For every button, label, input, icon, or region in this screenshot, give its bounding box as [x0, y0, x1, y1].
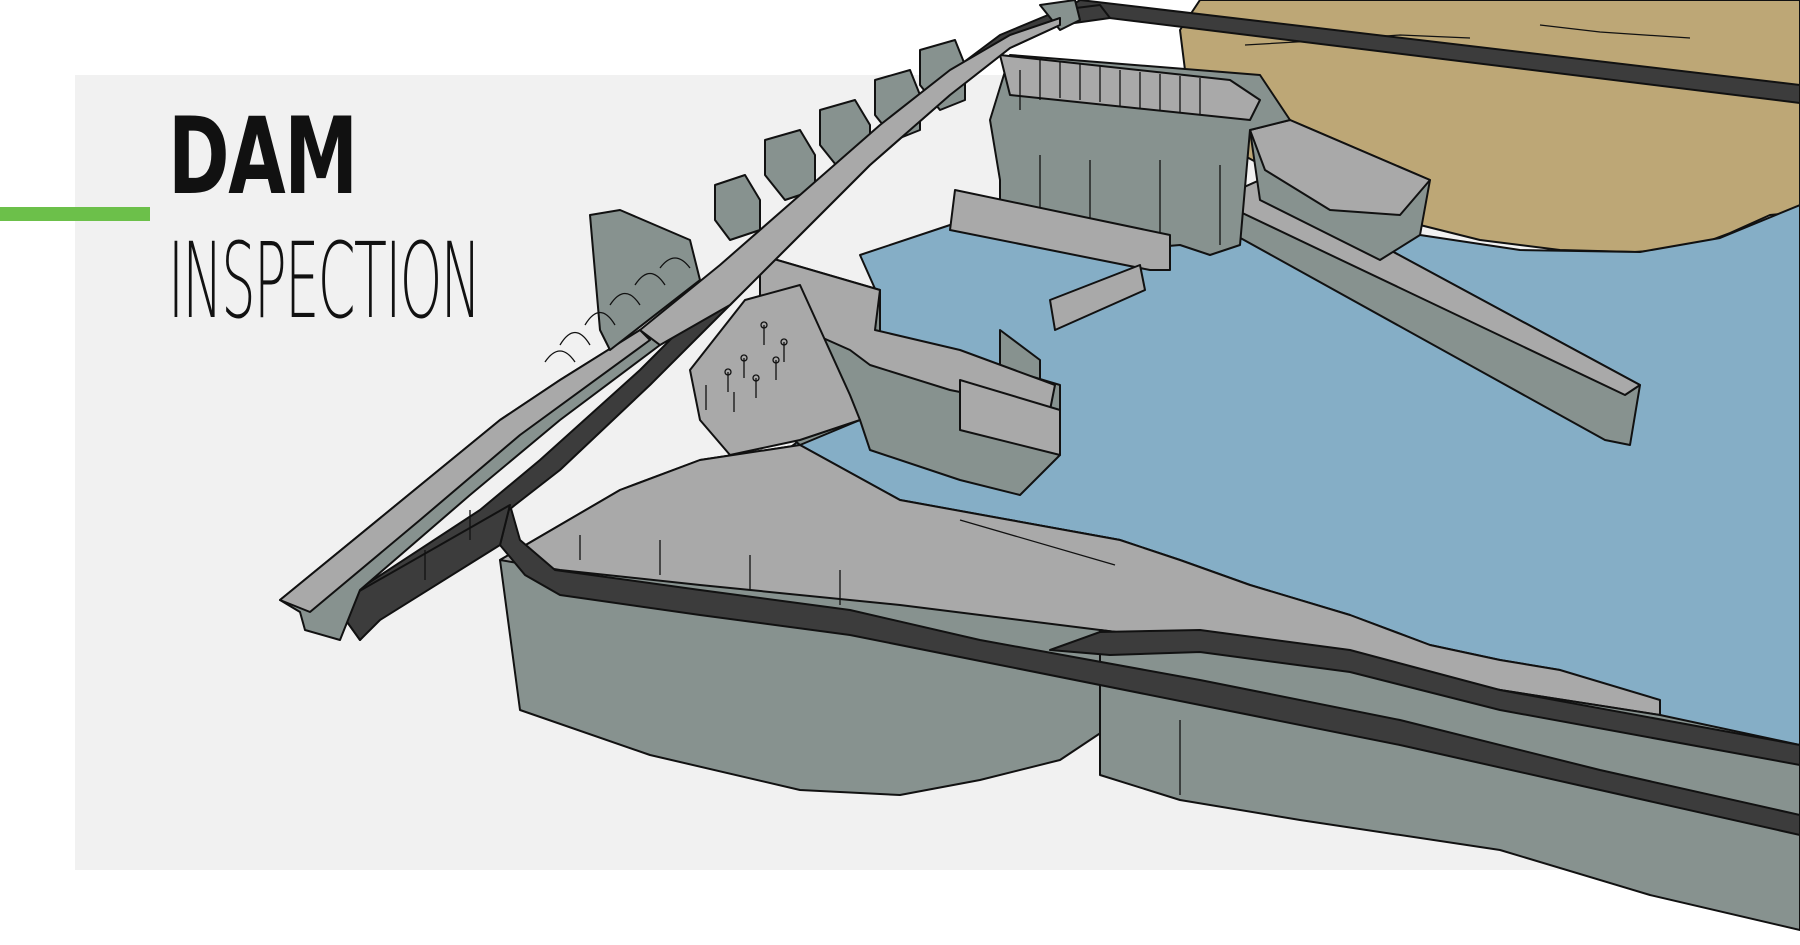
accent-bar [0, 207, 150, 221]
crest-deck [639, 17, 1061, 346]
page-title: DAM [168, 95, 358, 218]
page-subtitle: INSPECTION [168, 220, 481, 342]
pier-1 [949, 189, 1171, 271]
intake-rods [705, 321, 788, 412]
lamp-posts [424, 510, 841, 605]
spillway-gates [1019, 60, 1221, 245]
crest-road-branch [334, 504, 511, 641]
lower-road-loop [1049, 629, 1800, 766]
lower-road [499, 504, 1800, 836]
intake-structure [689, 284, 861, 456]
pier-2 [1049, 264, 1146, 331]
arch-trusses [544, 257, 691, 363]
